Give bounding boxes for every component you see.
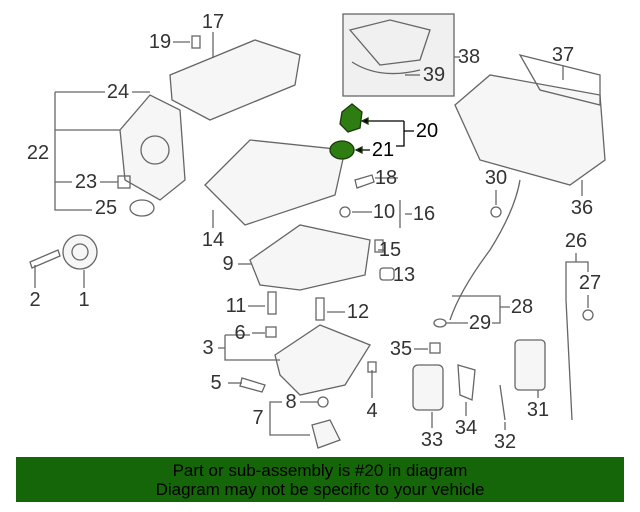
oil-pan-upper-part <box>249 224 371 291</box>
callout-2[interactable]: 2 <box>29 289 41 311</box>
intake-manifold-part <box>454 74 606 186</box>
baffle-part <box>204 139 346 226</box>
valve-cover-part <box>169 39 301 121</box>
callout-8[interactable]: 8 <box>285 391 297 413</box>
callout-25[interactable]: 25 <box>94 197 118 219</box>
callout-18[interactable]: 18 <box>374 167 398 189</box>
callout-6[interactable]: 6 <box>234 322 246 344</box>
callout-9[interactable]: 9 <box>222 253 234 275</box>
callout-24[interactable]: 24 <box>106 81 130 103</box>
timing-cover-part <box>119 94 186 201</box>
callout-12[interactable]: 12 <box>346 301 370 323</box>
callout-28[interactable]: 28 <box>510 296 534 318</box>
callout-37[interactable]: 37 <box>551 44 575 66</box>
callout-27[interactable]: 27 <box>578 272 602 294</box>
callout-14[interactable]: 14 <box>201 229 225 251</box>
callout-5[interactable]: 5 <box>210 372 222 394</box>
callout-13[interactable]: 13 <box>392 264 416 286</box>
info-banner: Part or sub-assembly is #20 in diagram D… <box>16 457 624 502</box>
callout-36[interactable]: 36 <box>570 197 594 219</box>
callout-11[interactable]: 11 <box>225 295 247 317</box>
callout-10[interactable]: 10 <box>372 201 396 223</box>
callout-31[interactable]: 31 <box>526 399 550 421</box>
callout-7[interactable]: 7 <box>252 407 264 429</box>
callout-29[interactable]: 29 <box>468 312 492 334</box>
callout-3[interactable]: 3 <box>202 337 214 359</box>
callout-26[interactable]: 26 <box>564 230 588 252</box>
callout-23[interactable]: 23 <box>74 171 98 193</box>
callout-17[interactable]: 17 <box>201 11 225 33</box>
callout-16[interactable]: 16 <box>412 203 436 225</box>
oil-pan-lower-part <box>274 324 371 396</box>
callout-1[interactable]: 1 <box>78 289 90 311</box>
callout-20[interactable]: 20 <box>415 120 439 142</box>
callout-33[interactable]: 33 <box>420 429 444 451</box>
callout-21[interactable]: 21 <box>371 139 395 161</box>
callout-19[interactable]: 19 <box>148 31 172 53</box>
callout-38[interactable]: 38 <box>457 46 481 68</box>
callout-22[interactable]: 22 <box>26 142 50 164</box>
callout-4[interactable]: 4 <box>366 400 378 422</box>
callout-35[interactable]: 35 <box>389 338 413 360</box>
banner-line-1: Part or sub-assembly is #20 in diagram <box>172 461 468 480</box>
callout-32[interactable]: 32 <box>493 431 517 453</box>
highlighted-part-20 <box>329 103 414 160</box>
banner-line-2: Diagram may not be specific to your vehi… <box>155 480 485 499</box>
callout-30[interactable]: 30 <box>484 167 508 189</box>
callout-39[interactable]: 39 <box>422 64 446 86</box>
callout-15[interactable]: 15 <box>378 239 402 261</box>
callout-34[interactable]: 34 <box>454 417 478 439</box>
